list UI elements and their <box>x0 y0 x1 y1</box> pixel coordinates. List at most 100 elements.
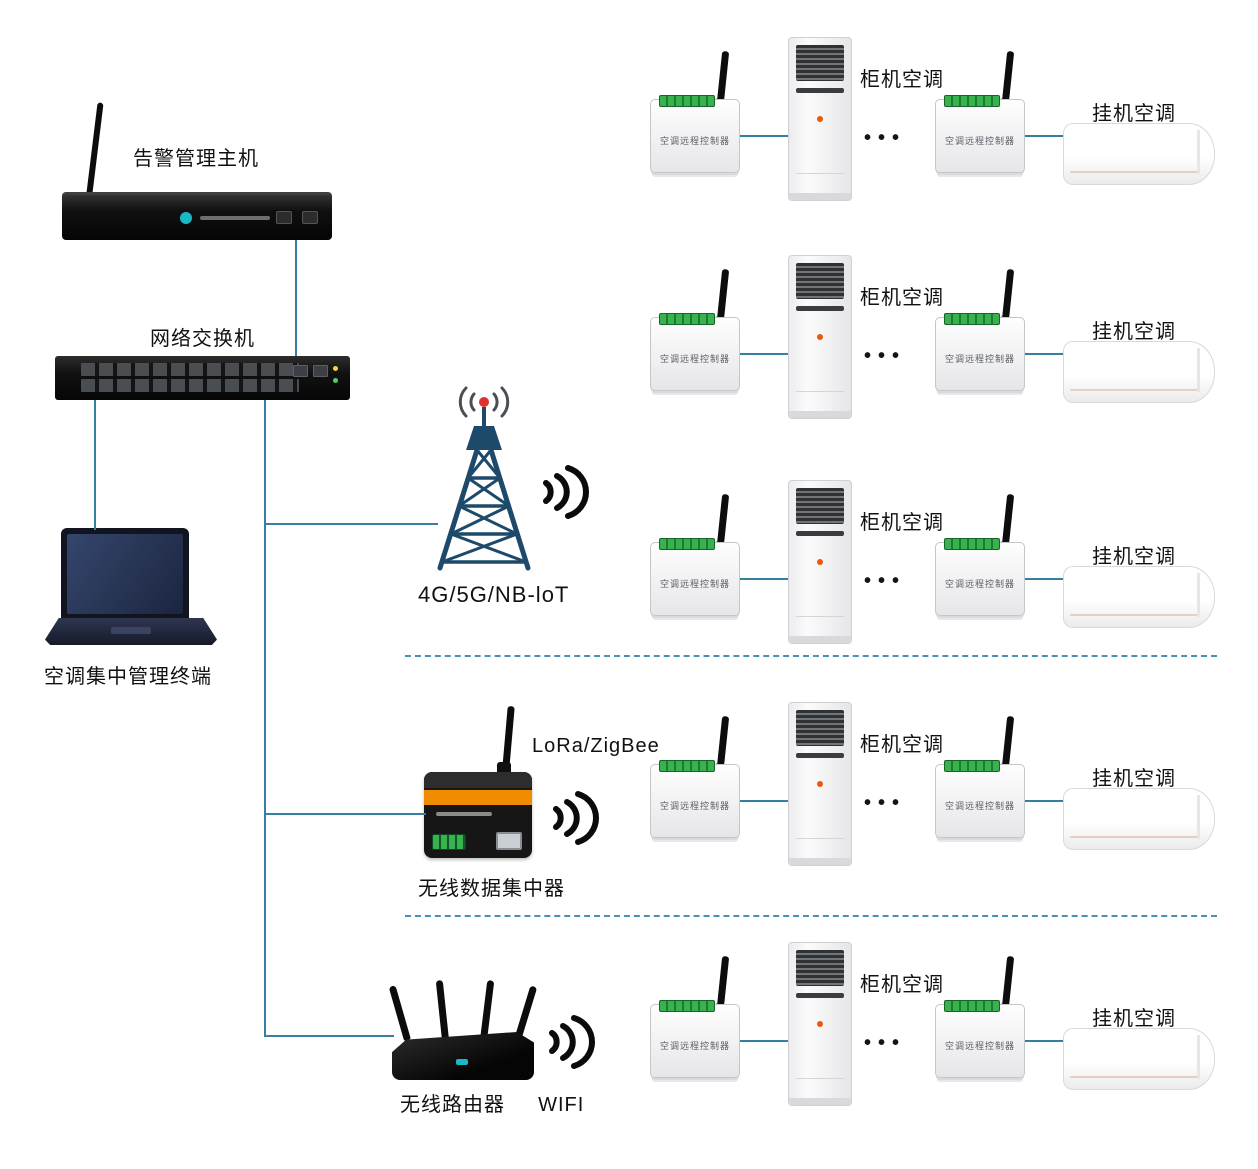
connector-line <box>1025 578 1063 580</box>
ac-base <box>789 193 851 200</box>
wireless-signal-icon <box>538 452 590 537</box>
connector-line <box>740 578 788 580</box>
wall-ac-unit <box>1063 123 1215 185</box>
laptop-screen <box>61 528 189 620</box>
ac-trim-line <box>1070 836 1198 838</box>
ac-grille <box>796 263 844 299</box>
terminal-block <box>659 760 715 772</box>
antenna-icon <box>717 493 730 545</box>
controller-label: 空调远程控制器 <box>659 801 730 811</box>
terminal-block <box>944 760 1000 772</box>
antenna-icon <box>1002 50 1015 102</box>
ac-group-row: 空调远程控制器 柜机空调 ••• 空调远程控制器 挂机空调 <box>0 700 1258 905</box>
antenna-icon <box>1002 955 1015 1007</box>
ac-end-cap <box>1197 348 1200 392</box>
ac-base <box>789 636 851 643</box>
ac-remote-controller: 空调远程控制器 <box>650 50 740 181</box>
connector-trunk <box>264 400 266 1037</box>
router-tech: WIFI <box>538 1094 585 1116</box>
connector-line <box>740 1040 788 1042</box>
ac-grille <box>796 488 844 524</box>
ac-indicator <box>817 1021 823 1027</box>
port-icon <box>276 211 292 224</box>
wall-ac-label: 挂机空调 <box>1092 103 1176 125</box>
terminal-block <box>659 1000 715 1012</box>
switch-ports-row <box>81 363 299 376</box>
ac-remote-controller: 空调远程控制器 <box>935 715 1025 846</box>
ac-remote-controller: 空调远程控制器 <box>650 955 740 1086</box>
connector-line <box>1025 353 1063 355</box>
terminal-block <box>944 538 1000 550</box>
wall-ac-label: 挂机空调 <box>1092 546 1176 568</box>
ellipsis-dots: ••• <box>864 1032 907 1054</box>
ellipsis-dots: ••• <box>864 570 907 592</box>
led-icon <box>333 366 338 371</box>
ac-band <box>796 531 844 536</box>
connector-branch-tower <box>264 523 438 525</box>
controller-label: 空调远程控制器 <box>659 579 730 589</box>
controller-body: 空调远程控制器 <box>650 538 740 616</box>
wireless-signal-icon <box>544 1002 596 1087</box>
alarm-host-label: 告警管理主机 <box>133 148 259 170</box>
connector-line <box>1025 135 1063 137</box>
dashed-separator <box>405 655 1217 657</box>
connector-line <box>740 135 788 137</box>
ac-band <box>796 993 844 998</box>
ac-remote-controller: 空调远程控制器 <box>935 955 1025 1086</box>
controller-body: 空调远程控制器 <box>650 95 740 173</box>
dashed-separator <box>405 915 1217 917</box>
led-icon <box>333 378 338 383</box>
cabinet-ac-unit <box>788 942 852 1106</box>
ac-band <box>796 306 844 311</box>
controller-label: 空调远程控制器 <box>659 354 730 364</box>
terminal-block <box>659 313 715 325</box>
cell-tower-icon <box>428 374 540 579</box>
controller-label: 空调远程控制器 <box>944 136 1015 146</box>
terminal-label: 空调集中管理终端 <box>44 666 212 688</box>
ac-remote-controller: 空调远程控制器 <box>650 715 740 846</box>
ac-group-row: 空调远程控制器 柜机空调 ••• 空调远程控制器 挂机空调 <box>0 940 1258 1145</box>
ac-band <box>796 88 844 93</box>
antenna-icon <box>717 955 730 1007</box>
antenna-icon <box>717 268 730 320</box>
ellipsis-dots: ••• <box>864 345 907 367</box>
concentrator-top <box>424 772 532 788</box>
uplink-port-icon <box>313 365 328 377</box>
ac-group-row: 空调远程控制器 柜机空调 ••• 空调远程控制器 挂机空调 <box>0 35 1258 240</box>
cabinet-ac-unit <box>788 255 852 419</box>
ac-grille <box>796 45 844 81</box>
logo-icon <box>180 212 192 224</box>
concentrator-text-decor <box>436 812 492 816</box>
wall-ac-label: 挂机空调 <box>1092 1008 1176 1030</box>
ac-indicator <box>817 781 823 787</box>
concentrator-device <box>424 772 532 858</box>
controller-label: 空调远程控制器 <box>944 801 1015 811</box>
ellipsis-dots: ••• <box>864 127 907 149</box>
ac-seam <box>796 838 844 839</box>
ac-end-cap <box>1197 1035 1200 1079</box>
ac-remote-controller: 空调远程控制器 <box>650 268 740 399</box>
controller-body: 空调远程控制器 <box>935 538 1025 616</box>
cabinet-ac-label: 柜机空调 <box>860 512 944 534</box>
ac-base <box>789 858 851 865</box>
terminal-block <box>944 313 1000 325</box>
wall-ac-unit <box>1063 566 1215 628</box>
ac-seam <box>796 391 844 392</box>
ac-trim-line <box>1070 389 1198 391</box>
ac-seam <box>796 173 844 174</box>
ac-indicator <box>817 334 823 340</box>
port-icon <box>302 211 318 224</box>
concentrator-label: 无线数据集中器 <box>418 878 565 900</box>
ac-base <box>789 1098 851 1105</box>
wall-ac-label: 挂机空调 <box>1092 321 1176 343</box>
switch-label: 网络交换机 <box>150 328 255 350</box>
controller-body: 空调远程控制器 <box>650 1000 740 1078</box>
terminal-block <box>944 1000 1000 1012</box>
connector-line <box>740 800 788 802</box>
host-text-decor <box>200 216 270 220</box>
ac-trim-line <box>1070 1076 1198 1078</box>
switch-ports-row <box>81 379 299 392</box>
controller-label: 空调远程控制器 <box>659 1041 730 1051</box>
controller-label: 空调远程控制器 <box>944 579 1015 589</box>
